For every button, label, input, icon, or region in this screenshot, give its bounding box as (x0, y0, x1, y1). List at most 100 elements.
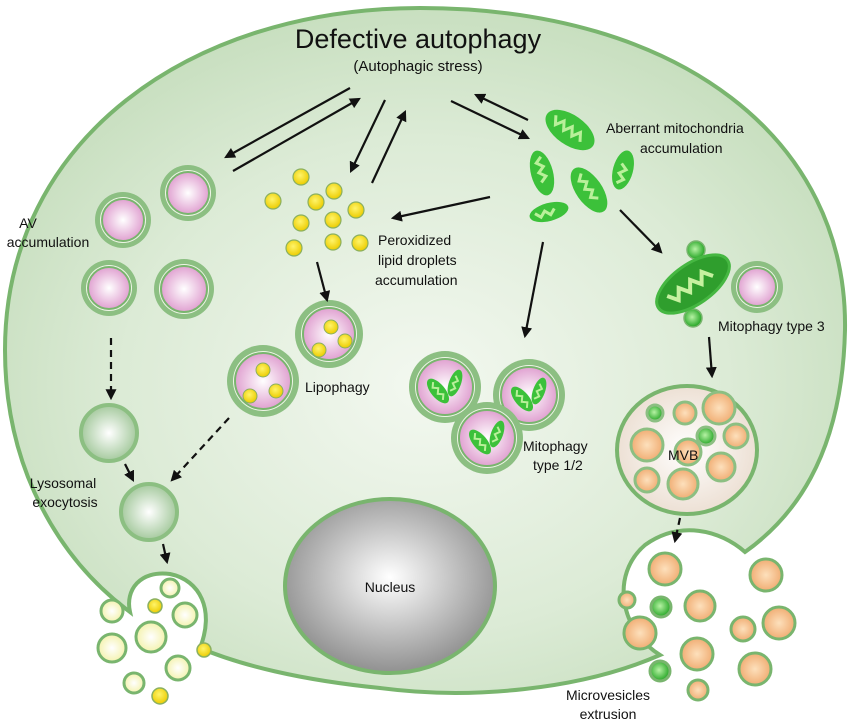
arrow-to-exocytosis (159, 543, 171, 565)
exocytosed-vesicle (196, 642, 212, 658)
orange-microvesicle (679, 636, 715, 672)
mitochondrion (655, 253, 731, 315)
mitochondria-label-2: accumulation (640, 140, 723, 156)
arrow-mvb-to-microvesicles (671, 517, 683, 544)
mvb-vesicles (629, 390, 750, 501)
green-microvesicle (649, 595, 673, 619)
microvesicles-label-1: Microvesicles (566, 687, 650, 703)
lipophagy-label: Lipophagy (305, 379, 370, 395)
lipid-droplet-cluster (264, 168, 369, 257)
lipid-droplet (264, 192, 282, 210)
orange-microvesicle (647, 551, 683, 587)
mitochondrion (570, 167, 608, 213)
autophagic-vacuole (95, 192, 151, 248)
mitophagosome-cluster (409, 351, 565, 474)
orange-vesicle (629, 427, 665, 463)
arrow-to-lipids (349, 99, 386, 173)
arrow-to-mitophagy3 (619, 209, 663, 254)
mitochondrion (529, 201, 569, 223)
arrow-to-av (224, 87, 351, 159)
arrow-from-lipids (371, 110, 407, 184)
lysosomal-label-2: exocytosis (32, 494, 97, 510)
arrow-to-mitochondria (450, 100, 530, 140)
lipophagosome (227, 345, 299, 417)
autophagic-vacuole (731, 261, 783, 313)
diagram-title: Defective autophagy (295, 24, 542, 54)
green-microvesicle (648, 659, 672, 683)
exocytosed-vesicle (159, 577, 181, 599)
lipid-droplet (292, 214, 310, 232)
exocytosed-vesicles (96, 577, 212, 705)
orange-vesicle (705, 451, 737, 483)
arrow-to-mvb (705, 336, 717, 379)
lipid-droplet (324, 211, 342, 229)
lipid-droplet (307, 193, 325, 211)
mitophagosome (451, 402, 523, 474)
exocytosed-vesicle (164, 654, 192, 682)
orange-vesicle (701, 390, 737, 426)
orange-vesicle (672, 400, 698, 426)
arrow-lipophagy-to-lysosome (170, 417, 230, 482)
arrow-lysosome-to-lysosome (124, 463, 134, 482)
arrow-lipids-to-lipophagy (315, 261, 331, 303)
pathway-arrows (105, 87, 717, 565)
lipid-droplet (285, 239, 303, 257)
exocytosed-vesicle (99, 598, 125, 624)
lipid-droplet (324, 233, 342, 251)
orange-microvesicle (748, 557, 784, 593)
orange-microvesicle (622, 615, 658, 651)
exocytosed-vesicle (147, 598, 163, 614)
nucleus (283, 497, 497, 675)
lipid-droplet (325, 182, 343, 200)
microvesicles (617, 551, 797, 702)
mitophagy3-label: Mitophagy type 3 (718, 318, 825, 334)
autophagic-vacuole (81, 260, 137, 316)
multivesicular-body (615, 384, 759, 516)
lipid-label-3: accumulation (375, 272, 458, 288)
arrow-mito-to-lipids (390, 195, 491, 222)
mitochondrion (612, 150, 634, 190)
exocytosed-vesicle (134, 620, 168, 654)
mitophagy12-label-1: Mitophagy (523, 438, 588, 454)
arrow-from-av (232, 97, 361, 172)
diagram-subtitle: (Autophagic stress) (353, 58, 482, 75)
lipid-droplet (351, 234, 369, 252)
mvb-label: MVB (668, 447, 698, 463)
mitophagosome (409, 351, 481, 423)
orange-vesicle (673, 437, 703, 467)
lipid-droplet (292, 168, 310, 186)
aberrant-mitochondria-cluster (529, 109, 634, 223)
green-vesicle (695, 425, 717, 447)
lysosomal-label-1: Lysosomal (30, 475, 96, 491)
orange-microvesicle (729, 615, 757, 643)
orange-microvesicle (761, 605, 797, 641)
mitophagy-type3-group (655, 240, 783, 328)
av-label-1: AV (19, 215, 37, 231)
cell-membrane (2, 5, 848, 695)
lipid-droplet (347, 201, 365, 219)
exocytosed-vesicle (96, 632, 128, 664)
exocytosed-vesicle (122, 671, 146, 695)
autophagic-vacuole (160, 165, 216, 221)
av-label-2: accumulation (7, 234, 90, 250)
orange-microvesicle (683, 589, 717, 623)
orange-vesicle (666, 467, 700, 501)
mitochondrion (545, 109, 595, 151)
orange-microvesicle (737, 651, 773, 687)
mitochondria-label-1: Aberrant mitochondria (606, 120, 744, 136)
exocytosed-vesicle (171, 601, 199, 629)
orange-vesicle (722, 422, 750, 450)
orange-microvesicle (617, 590, 637, 610)
mitochondrion (529, 150, 555, 196)
microvesicles-label-2: extrusion (580, 706, 637, 722)
green-vesicle (645, 403, 665, 423)
orange-vesicle (633, 466, 661, 494)
arrow-to-mitophagy12 (521, 241, 545, 339)
lysosome (119, 482, 179, 542)
nucleus-label: Nucleus (365, 579, 416, 595)
lipid-label-1: Peroxidized (378, 232, 451, 248)
arrow-from-mitochondria (474, 93, 529, 121)
mitophagy12-label-2: type 1/2 (533, 457, 583, 473)
autophagic-vacuole (154, 259, 214, 319)
